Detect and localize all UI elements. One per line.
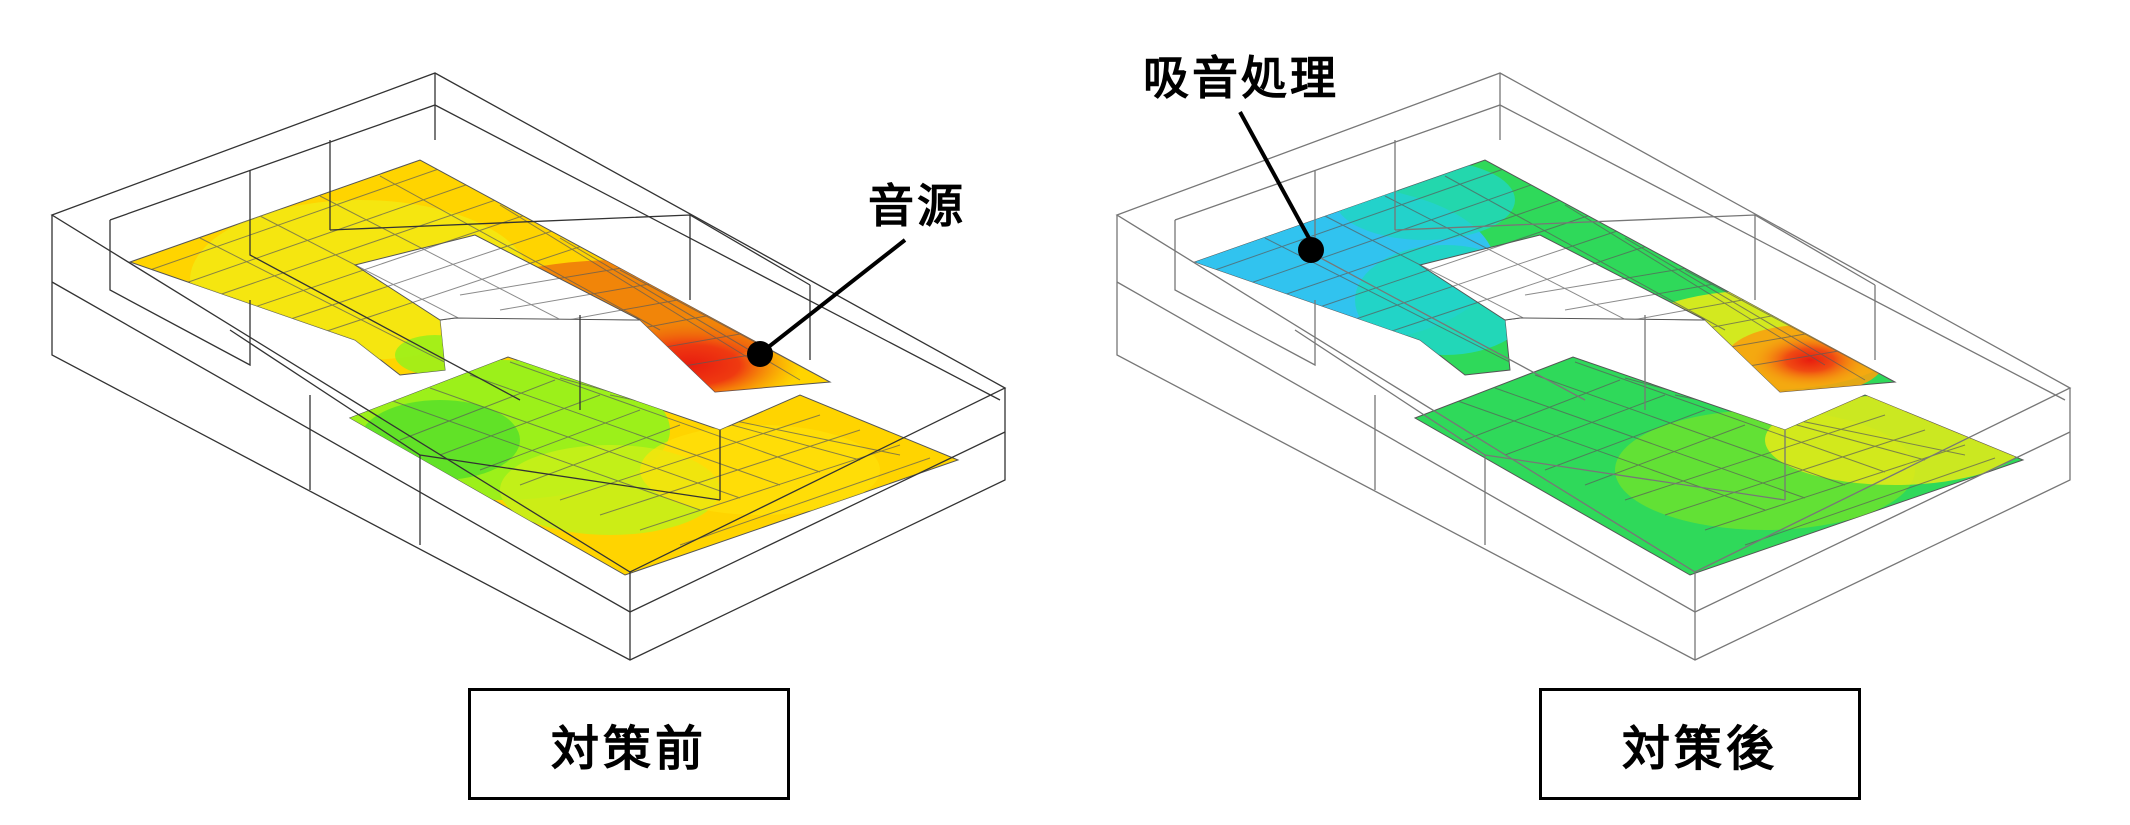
caption-before: 対策前 [468, 688, 790, 800]
lower-floor-contour [348, 356, 960, 576]
lower-floor-contour-after [1413, 356, 2025, 576]
sound-source-label: 音源 [868, 179, 966, 233]
caption-before-text: 対策前 [550, 721, 707, 777]
callout-leader-line [760, 238, 907, 354]
upper-floor-contour-after [1193, 159, 1897, 393]
room-wireframe-before [50, 72, 1007, 661]
room-wireframe-after [1115, 72, 2072, 661]
callout-leader-line-after [1238, 111, 1312, 241]
absorption-marker [1298, 237, 1324, 263]
panel-after: 吸音処理 対策後 [1065, 0, 2130, 825]
caption-after-text: 対策後 [1621, 721, 1778, 777]
sound-source-marker [747, 341, 773, 367]
caption-after: 対策後 [1539, 688, 1861, 800]
absorption-label: 吸音処理 [1143, 51, 1339, 105]
panel-before: 音源 対策前 [50, 72, 1007, 800]
room-box-edges [50, 72, 1007, 661]
